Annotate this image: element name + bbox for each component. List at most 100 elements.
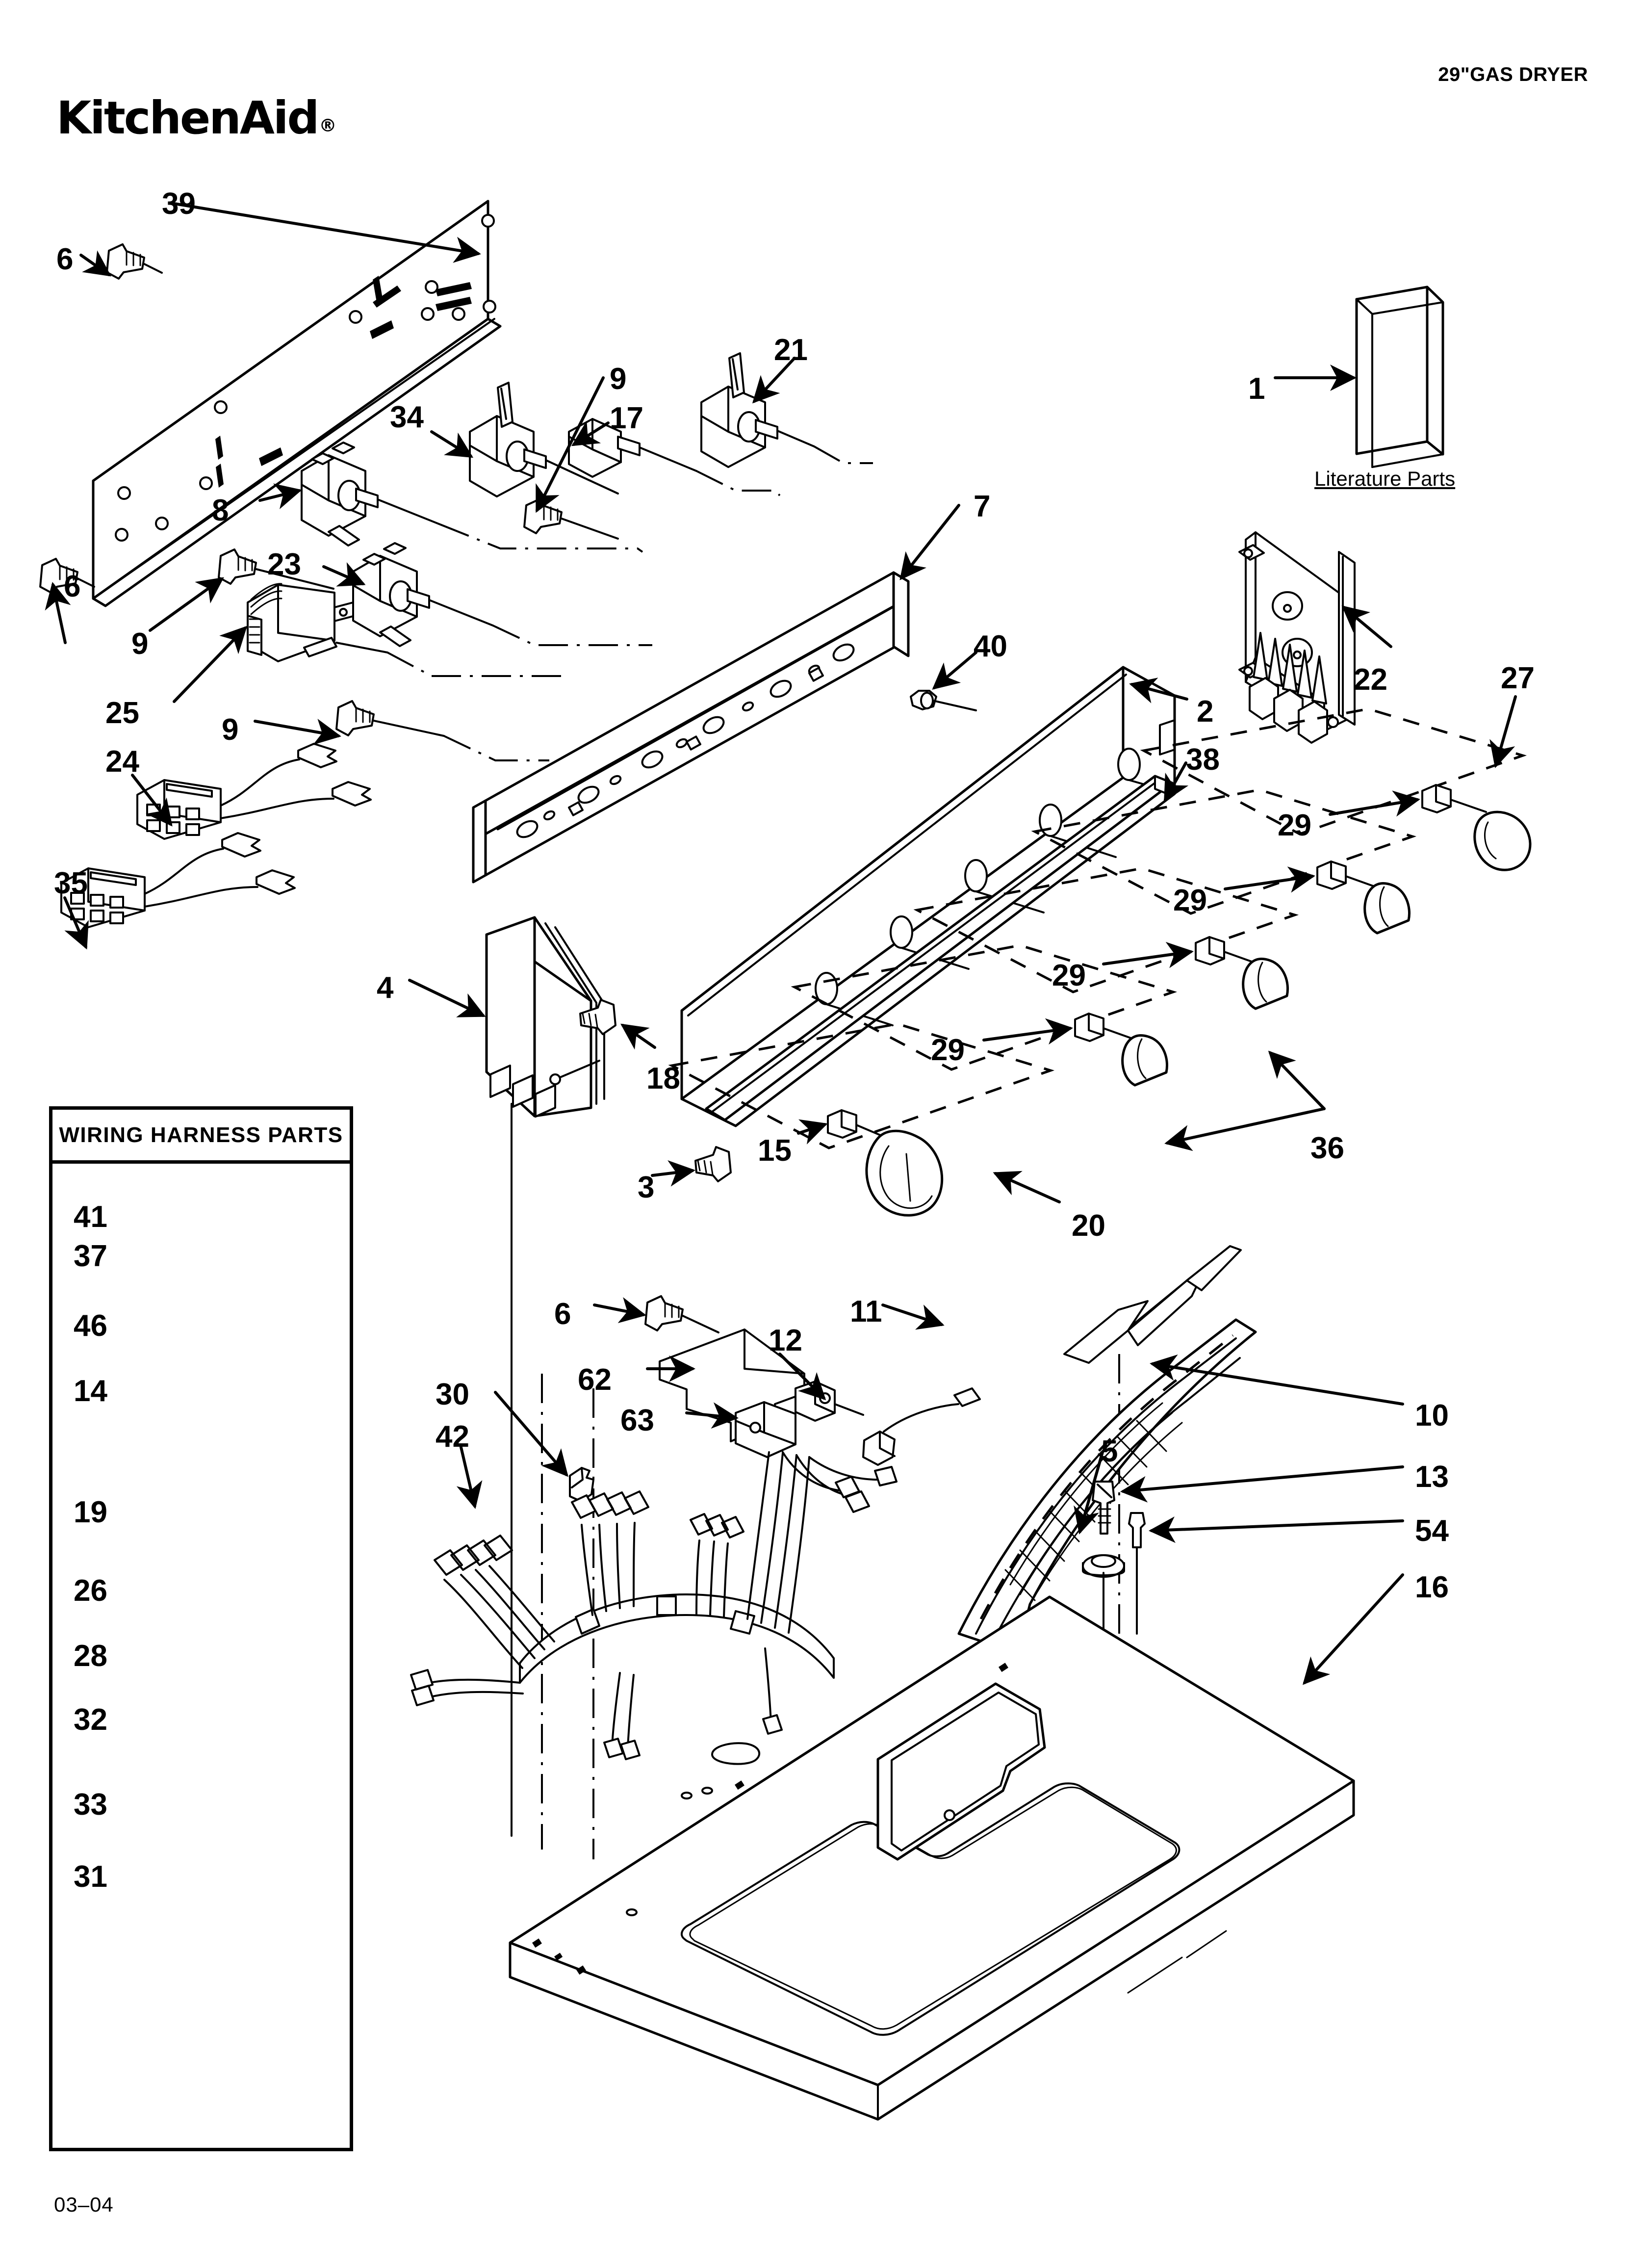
part-knob-clip-a	[1421, 784, 1487, 813]
callout-5-grommet: 5	[1101, 1434, 1118, 1468]
leader-8	[258, 483, 302, 509]
part-knob-clip-d	[1074, 1013, 1132, 1042]
callout-25-timer-assembly: 25	[105, 696, 139, 730]
leader-2	[1129, 678, 1188, 704]
kitchenaid-logo: KitchenAid®	[56, 96, 336, 141]
callout-37: 37	[74, 1239, 107, 1273]
registered-trademark-icon: ®	[319, 116, 336, 136]
part-screw-6-bracket	[644, 1295, 719, 1333]
part-console-rear-panel	[92, 200, 502, 607]
leader-10	[1150, 1354, 1404, 1406]
part-knob-clip-c	[1195, 936, 1253, 965]
part-literature-manual-1	[1355, 286, 1444, 468]
leader-54	[1149, 1516, 1404, 1543]
part-wire-clip-30	[569, 1467, 594, 1502]
part-screw-9-b	[335, 700, 445, 737]
callout-9-screw-switch-mount-c: 9	[222, 713, 239, 747]
callout-24-wire-harness-jumper-upper: 24	[105, 745, 139, 779]
literature-parts-label: Literature Parts	[1314, 467, 1456, 490]
revision-code: 03–04	[54, 2193, 114, 2216]
callout-23-rotary-switch-lower: 23	[267, 547, 301, 581]
callout-35-wire-harness-jumper-lower: 35	[54, 866, 88, 900]
leader-6-upper	[79, 250, 111, 277]
callout-22-console-end-cap: 22	[1354, 663, 1387, 697]
leader-29-a	[1329, 790, 1420, 817]
callout-13-screw-lint-duct: 13	[1415, 1460, 1449, 1494]
leader-40	[932, 651, 977, 690]
callout-18-screw-side-panel: 18	[646, 1062, 680, 1095]
leader-17	[571, 420, 610, 446]
callout-29-knob-clip-d: 29	[931, 1033, 965, 1067]
part-door-switch-wire-11	[862, 1387, 981, 1466]
leader-36-a	[1268, 1050, 1326, 1110]
callout-39-console-rear-panel: 39	[162, 187, 196, 221]
part-console-side-panel-4	[485, 916, 605, 1118]
leader-38	[1164, 761, 1189, 803]
part-rotary-switch-8	[301, 442, 442, 547]
callout-7-console-mounting-bracket: 7	[974, 490, 991, 523]
callout-30-wire-clip: 30	[436, 1378, 469, 1411]
part-wire-harness-42	[410, 1451, 898, 1760]
callout-15-timer-knob: 15	[758, 1134, 792, 1168]
part-console-front-panel-2	[680, 666, 1176, 1127]
part-screw-13	[1092, 1481, 1115, 1535]
callout-31: 31	[74, 1860, 107, 1894]
callout-9-screw-switch-mount-a: 9	[610, 362, 627, 396]
leader-29-b	[1224, 866, 1315, 893]
wiring-harness-parts-title: WIRING HARNESS PARTS	[52, 1110, 350, 1164]
knob-group-dashed-boxes	[668, 707, 1527, 1149]
leader-9-a	[149, 577, 224, 632]
leader-27	[1489, 695, 1517, 768]
leader-4	[408, 979, 486, 1017]
callout-27-knob-kit-group: 27	[1501, 661, 1535, 695]
callout-41: 41	[74, 1200, 107, 1234]
part-console-end-cap-22	[1238, 531, 1356, 744]
part-hex-nut-40	[910, 690, 977, 711]
part-knob-clip-b	[1316, 860, 1374, 890]
callout-21-selector-switch: 21	[774, 333, 808, 367]
leader-9-b	[254, 719, 341, 745]
callout-38-console-trim-strip: 38	[1186, 743, 1220, 777]
callout-28: 28	[74, 1639, 107, 1673]
part-screw-18	[579, 999, 616, 1035]
callout-29-knob-clip-b: 29	[1173, 884, 1207, 917]
part-mounting-bracket-7	[472, 571, 910, 884]
part-knob-b	[1363, 882, 1411, 935]
part-grommet-5	[1082, 1554, 1125, 1650]
callout-19: 19	[74, 1495, 107, 1529]
callout-10-lint-screen-grille: 10	[1415, 1399, 1449, 1433]
leader-22	[1341, 605, 1392, 648]
callout-63-thermal-fuse-block: 63	[620, 1404, 654, 1437]
page-title: 29"GAS DRYER	[1438, 64, 1588, 85]
callout-12-wire-harness-lead: 12	[769, 1324, 802, 1357]
callout-29-knob-clip-c: 29	[1052, 959, 1086, 992]
part-harness-jumper-24	[136, 743, 372, 840]
part-rotary-switch-23	[352, 542, 494, 647]
leader-24	[131, 774, 173, 827]
leader-18	[620, 1023, 656, 1050]
brand-wordmark: KitchenAid	[56, 92, 319, 144]
callout-54-push-pin-fastener: 54	[1415, 1514, 1449, 1548]
callout-29-knob-clip-a: 29	[1278, 808, 1311, 842]
reference-vertical-lines	[511, 1103, 1120, 1859]
leader-29-c	[1102, 941, 1194, 968]
callout-11-door-switch-wire: 11	[850, 1295, 882, 1329]
leader-15	[797, 1119, 828, 1145]
part-push-pin-54	[1128, 1512, 1146, 1635]
leader-9-c	[536, 376, 605, 513]
callout-34-push-button-switch: 34	[390, 400, 424, 434]
leader-35	[63, 896, 89, 950]
leader-5	[1074, 1451, 1104, 1535]
callout-16-top-panel: 16	[1415, 1570, 1449, 1604]
callout-2-console-front-panel: 2	[1197, 695, 1214, 729]
callout-9-screw-switch-mount-b: 9	[131, 627, 149, 661]
leader-39	[173, 202, 481, 263]
callout-3-screw-console: 3	[638, 1171, 655, 1204]
leader-25	[173, 626, 248, 703]
leader-3	[651, 1160, 695, 1187]
callout-8-rotary-switch-upper: 8	[212, 494, 229, 527]
part-switch-21	[700, 352, 815, 468]
leader-36-b	[1164, 1107, 1326, 1151]
leader-11	[881, 1303, 945, 1330]
